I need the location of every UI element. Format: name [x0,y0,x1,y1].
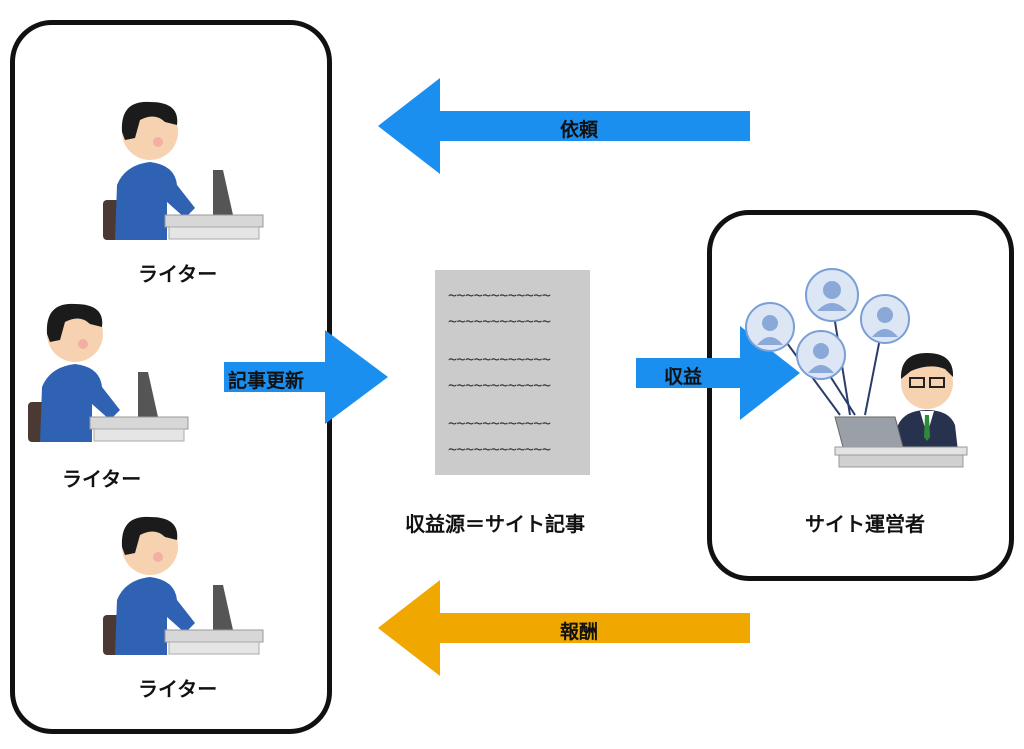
writer-label-3: ライター [138,677,218,701]
writer-illustration-2 [28,303,189,442]
request-arrow [378,78,750,174]
document-line: ~~~~~~~~~~~~ [448,350,551,368]
user-bubble-icon [796,330,846,380]
site-operator-illustration [745,268,968,468]
writer-label-2: ライター [62,467,142,491]
reward-arrow [378,580,750,676]
document-line: ~~~~~~~~~~~~ [448,440,551,458]
site-operator-label: サイト運営者 [805,512,925,536]
revenue-arrow [636,326,800,420]
article-document: ~~~~~~~~~~~~ ~~~~~~~~~~~~ ~~~~~~~~~~~~ ~… [435,270,590,475]
document-line: ~~~~~~~~~~~~ [448,376,551,394]
document-line: ~~~~~~~~~~~~ [448,312,551,330]
update-arrow [224,330,388,424]
user-bubble-icon [860,294,910,344]
document-line: ~~~~~~~~~~~~ [448,286,551,304]
request-arrow-label: 依頼 [560,119,599,141]
document-caption: 収益源＝サイト記事 [405,512,585,536]
writer-label-1: ライター [138,262,218,286]
writer-illustration-3 [103,516,264,655]
user-bubble-icon [805,268,859,322]
site-operator-box [707,210,1014,581]
user-bubble-icon [745,302,795,352]
update-arrow-label: 記事更新 [228,370,305,392]
revenue-arrow-label: 収益 [664,366,703,388]
reward-arrow-label: 報酬 [560,621,599,643]
document-line: ~~~~~~~~~~~~ [448,414,551,432]
writer-illustration-1 [103,101,264,240]
